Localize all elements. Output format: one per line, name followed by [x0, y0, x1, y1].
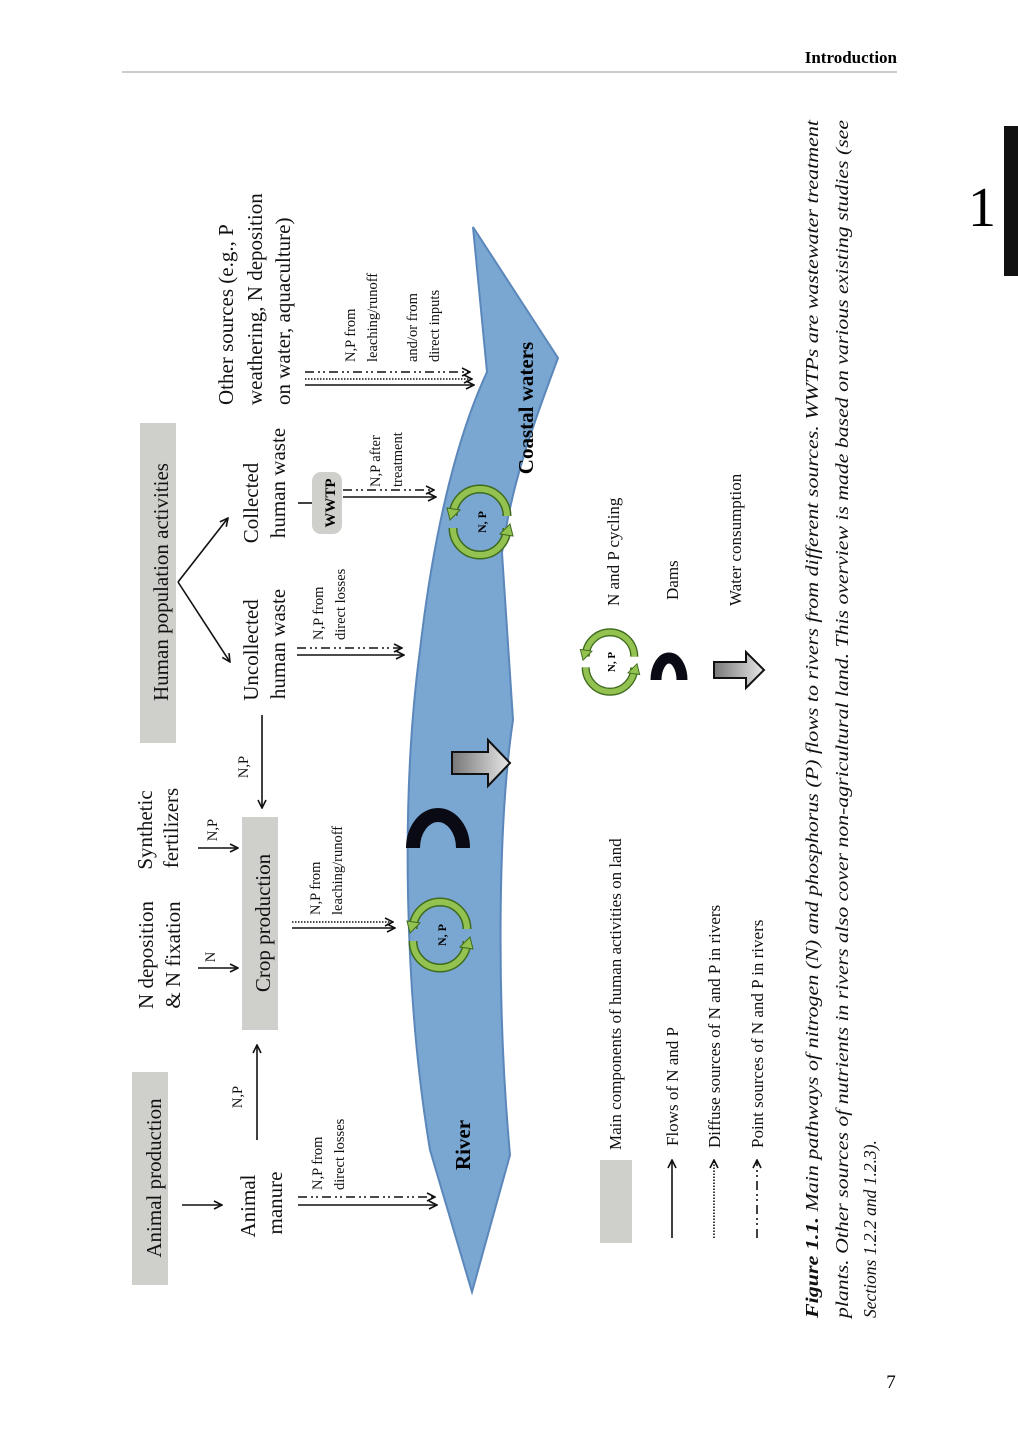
wwtp-label: WWTP: [323, 478, 339, 527]
water-consumption-arrow-river: [451, 737, 512, 789]
figure-caption-line-1: Figure 1.1. Main pathways of nitrogen (N…: [802, 119, 822, 1320]
manure-losses-label: N,P from: [310, 1136, 326, 1190]
coastal-waters-label: Coastal waters: [514, 342, 538, 474]
chapter-number: 1: [968, 177, 996, 239]
running-header: Introduction: [805, 48, 898, 67]
legend-dams-label: Dams: [663, 560, 682, 600]
page-number: 7: [886, 1372, 896, 1393]
wwtp-treatment-label-2: treatment: [390, 432, 406, 487]
collected-waste-label: Collected: [239, 462, 263, 543]
legend-diffuse-label: Diffuse sources of N and P in rivers: [705, 905, 724, 1148]
crop-production-box: [242, 817, 278, 1030]
wwtp-box: [312, 472, 342, 534]
legend-land-swatch: [600, 1160, 632, 1243]
other-inputs-label-2: leaching/runoff: [365, 273, 381, 362]
cycling-label-river: N, P: [435, 924, 449, 946]
collected-waste-label-2: human waste: [266, 428, 290, 538]
other-inputs-label-3: and/or from: [405, 292, 421, 362]
caption-text-1: Main pathways of nitrogen (N) and phosph…: [802, 119, 822, 1218]
animal-manure-label: Animal: [236, 1174, 260, 1237]
legend-cycling-label: N and P cycling: [604, 497, 623, 606]
fertilizers-label: fertilizers: [159, 788, 183, 868]
uncollected-waste-label: Uncollected: [239, 599, 263, 701]
legend-flows-label: Flows of N and P: [663, 1027, 682, 1146]
other-sources-label: Other sources (e.g., P: [214, 224, 238, 405]
wwtp-treatment-label: N,P after: [368, 435, 384, 487]
figure-caption-line-3: Sections 1.2.2 and 1.2.3).: [860, 1140, 880, 1318]
n-fixation-label: & N fixation: [161, 901, 185, 1009]
other-sources-label-3: on water, aquaculture): [271, 218, 295, 405]
animal-production-box: [132, 1072, 168, 1285]
crop-leaching-label-2: leaching/runoff: [330, 826, 346, 915]
manure-losses-label-2: direct losses: [332, 1118, 348, 1190]
legend-dam-icon: [650, 652, 688, 681]
arrow-to-collected: [177, 518, 228, 583]
animal-manure-label-2: manure: [263, 1172, 287, 1235]
legend-land-label: Main components of human activities on l…: [606, 838, 625, 1150]
human-population-box: [140, 423, 176, 743]
other-inputs-label: N,P from: [343, 308, 359, 362]
chapter-tab: [1004, 126, 1018, 276]
river-label: River: [451, 1120, 475, 1170]
manure-to-crop-label: N,P: [230, 1086, 246, 1108]
cycling-label-coastal: N, P: [475, 511, 489, 533]
n-deposition-label: N deposition: [134, 901, 158, 1009]
legend-water-label: Water consumption: [726, 473, 745, 606]
other-sources-label-2: weathering, N deposition: [243, 193, 267, 405]
n-input-label: N: [203, 951, 219, 962]
uncollected-waste-label-2: human waste: [266, 589, 290, 699]
figure-label: Figure 1.1.: [802, 1217, 822, 1319]
uncollected-losses-label-2: direct losses: [333, 568, 349, 640]
waste-to-crop-label: N,P: [236, 756, 252, 778]
synthetic-label: Synthetic: [133, 790, 157, 869]
animal-production-label: Animal production: [142, 1098, 166, 1258]
dam-icon-river: [406, 808, 470, 849]
legend-cycling-icon-label: N, P: [606, 652, 618, 672]
figure-caption-line-2: plants. Other sources of nutrients in ri…: [832, 120, 852, 1321]
crop-production-label: Crop production: [251, 853, 275, 992]
legend-water-consumption-arrow: [713, 649, 766, 691]
other-inputs-label-4: direct inputs: [427, 290, 443, 362]
fertilizer-input-label: N,P: [205, 819, 221, 841]
legend-point-label: Point sources of N and P in rivers: [748, 920, 767, 1148]
human-population-label: Human population activities: [149, 463, 173, 701]
crop-leaching-label: N,P from: [308, 861, 324, 915]
uncollected-losses-label: N,P from: [311, 586, 327, 640]
arrow-to-uncollected: [177, 581, 230, 662]
